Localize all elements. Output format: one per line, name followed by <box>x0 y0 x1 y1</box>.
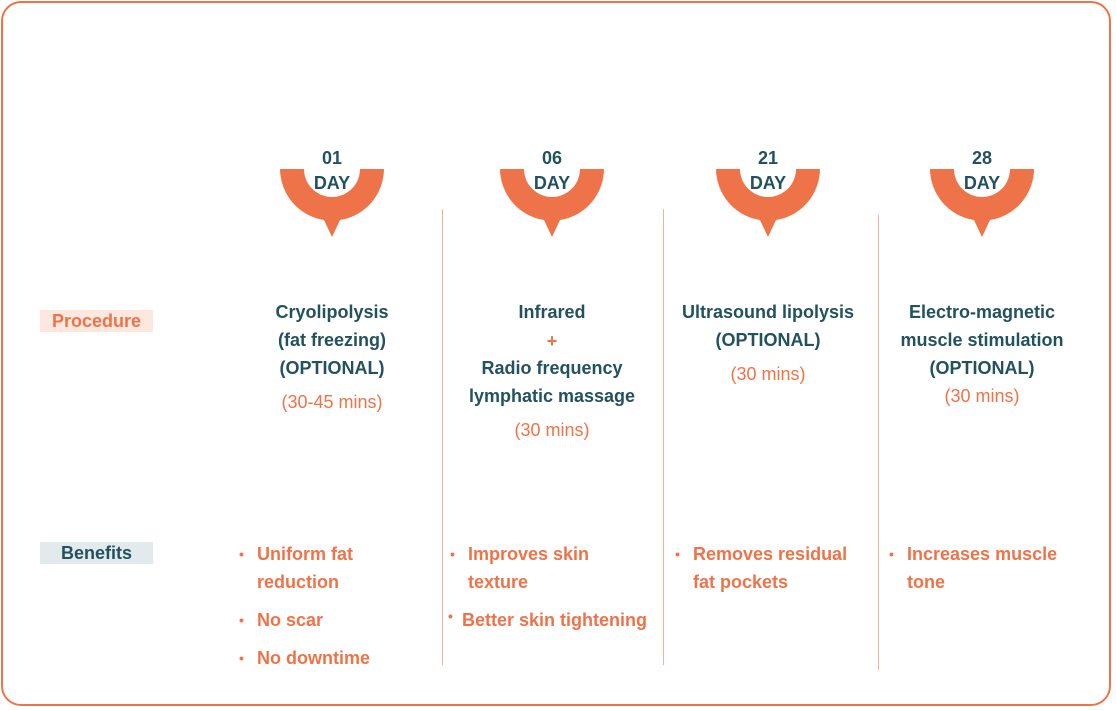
procedure-line: (fat freezing) <box>278 330 386 350</box>
procedure-duration: (30 mins) <box>944 386 1020 406</box>
procedure-line: Electro-magnetic <box>908 302 1056 322</box>
bullet-icon: • <box>239 546 244 562</box>
day-number: 21 <box>757 148 779 168</box>
day-label: DAY <box>963 173 1001 193</box>
benefit-item: • Better skin tightening <box>448 606 658 634</box>
procedure-line: Cryolipolysis <box>275 302 389 322</box>
day-badge: 06 DAY <box>445 148 659 244</box>
benefit-text: Better skin tightening <box>462 610 648 630</box>
procedure-description: Ultrasound lipolysis (OPTIONAL) (30 mins… <box>661 298 875 388</box>
procedure-line: lymphatic massage <box>468 386 636 406</box>
column-divider <box>878 215 879 670</box>
day-marker-icon <box>930 169 1034 237</box>
procedure-duration: (30-45 mins) <box>281 392 383 412</box>
day-label: DAY <box>533 173 571 193</box>
benefit-item: • Removes residual fat pockets <box>673 540 873 596</box>
benefits-row-label: Benefits <box>40 542 153 564</box>
day-label: DAY <box>749 173 787 193</box>
benefits-list: • Increases muscle tone <box>887 540 1087 606</box>
procedure-line: Radio frequency <box>481 358 623 378</box>
benefit-text: Removes residual fat pockets <box>693 544 848 592</box>
plus-sign: + <box>546 331 558 351</box>
procedure-line: Infrared <box>518 302 586 322</box>
benefits-list: • Improves skin texture • Better skin tigh… <box>448 540 658 644</box>
benefit-text: Increases muscle tone <box>907 544 1058 592</box>
day-marker-icon <box>716 169 820 237</box>
bullet-icon: • <box>889 546 894 562</box>
benefit-item: • Uniform fat reduction <box>237 540 437 596</box>
benefit-item: • No downtime <box>237 644 437 672</box>
bullet-icon: • <box>239 612 244 628</box>
bullet-icon: • <box>675 546 680 562</box>
benefit-text: Uniform fat reduction <box>257 544 353 592</box>
procedure-line: (OPTIONAL) <box>929 358 1035 378</box>
procedure-duration: (30 mins) <box>730 364 806 384</box>
benefit-text: No scar <box>257 610 324 630</box>
procedure-duration: (30 mins) <box>514 420 590 440</box>
bullet-icon: • <box>450 546 455 562</box>
procedure-description: Electro-magnetic muscle stimulation (OPT… <box>875 298 1089 410</box>
procedure-line: muscle stimulation <box>900 330 1064 350</box>
column-divider <box>442 209 443 665</box>
benefit-item: • Improves skin texture <box>448 540 658 596</box>
benefits-list: • Uniform fat reduction • No scar • No down… <box>237 540 437 682</box>
day-badge: 28 DAY <box>875 148 1089 244</box>
day-number: 06 <box>541 148 563 168</box>
procedure-row-label: Procedure <box>40 310 153 332</box>
day-number: 01 <box>321 148 343 168</box>
day-marker-icon <box>280 169 384 237</box>
day-badge: 21 DAY <box>661 148 875 244</box>
day-marker-icon <box>500 169 604 237</box>
procedure-line: Ultrasound lipolysis <box>681 302 855 322</box>
procedure-line: (OPTIONAL) <box>279 358 385 378</box>
procedure-description: Cryolipolysis (fat freezing) (OPTIONAL) … <box>225 298 439 416</box>
benefits-list: • Removes residual fat pockets <box>673 540 873 606</box>
day-number: 28 <box>971 148 993 168</box>
benefit-item: • Increases muscle tone <box>887 540 1087 596</box>
bullet-icon: • <box>448 608 453 624</box>
bullet-icon: • <box>239 650 244 666</box>
day-label: DAY <box>313 173 351 193</box>
procedure-description: Infrared + Radio frequency lymphatic mas… <box>445 298 659 444</box>
benefit-text: No downtime <box>257 648 370 668</box>
procedure-line: (OPTIONAL) <box>715 330 821 350</box>
column-divider <box>663 209 664 665</box>
benefit-text: Improves skin texture <box>468 544 590 592</box>
benefit-item: • No scar <box>237 606 437 634</box>
day-badge: 01 DAY <box>225 148 439 244</box>
